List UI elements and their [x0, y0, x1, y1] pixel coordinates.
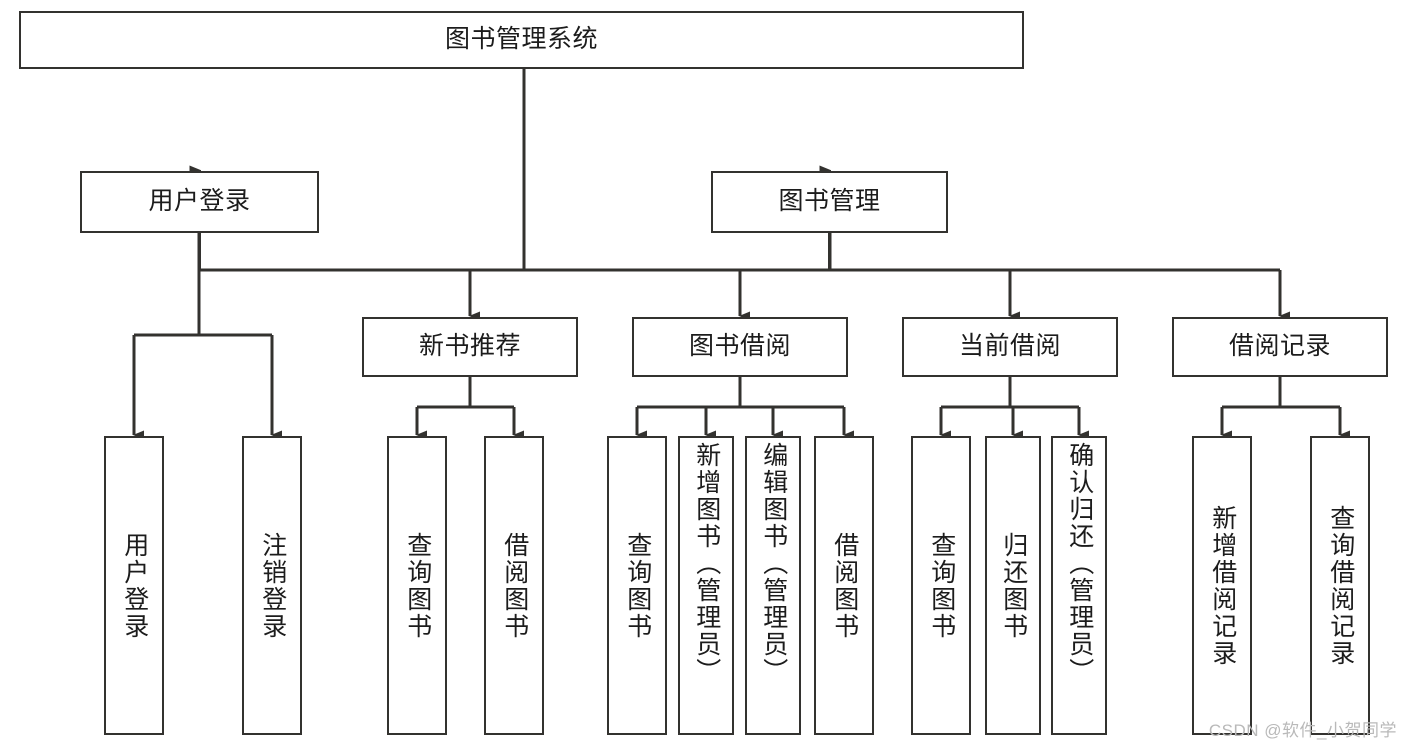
node-newbook[interactable]: 新书推荐 — [362, 317, 578, 377]
node-c2[interactable]: 归还图书 — [985, 436, 1041, 735]
node-label-records: 借阅记录 — [1228, 332, 1331, 361]
watermark-label: CSDN @软件_小贺同学 — [1208, 721, 1397, 740]
node-label-b2: 新增图书（管理员） — [692, 442, 721, 685]
node-label-newbook: 新书推荐 — [418, 332, 521, 361]
node-borrow[interactable]: 图书借阅 — [632, 317, 848, 377]
node-label-b1: 查询图书 — [623, 531, 652, 640]
node-r1[interactable]: 新增借阅记录 — [1192, 436, 1252, 735]
node-l2[interactable]: 注销登录 — [242, 436, 302, 735]
node-label-login: 用户登录 — [148, 187, 251, 216]
edge-layer — [132, 69, 1350, 440]
node-n1[interactable]: 查询图书 — [387, 436, 447, 735]
node-l1[interactable]: 用户登录 — [104, 436, 164, 735]
node-label-borrow: 图书借阅 — [688, 332, 791, 361]
node-c1[interactable]: 查询图书 — [911, 436, 971, 735]
node-bookmgmt[interactable]: 图书管理 — [711, 171, 948, 233]
node-b3[interactable]: 编辑图书（管理员） — [745, 436, 801, 735]
node-label-n2: 借阅图书 — [500, 531, 529, 640]
node-r2[interactable]: 查询借阅记录 — [1310, 436, 1370, 735]
node-b4[interactable]: 借阅图书 — [814, 436, 874, 735]
node-root[interactable]: 图书管理系统 — [19, 11, 1024, 69]
node-label-l2: 注销登录 — [258, 531, 287, 640]
node-label-c3: 确认归还（管理员） — [1065, 442, 1094, 685]
node-c3[interactable]: 确认归还（管理员） — [1051, 436, 1107, 735]
node-label-b3: 编辑图书（管理员） — [759, 442, 788, 685]
node-label-n1: 查询图书 — [403, 531, 432, 640]
node-label-r2: 查询借阅记录 — [1326, 504, 1355, 667]
node-label-b4: 借阅图书 — [830, 531, 859, 640]
node-login[interactable]: 用户登录 — [80, 171, 319, 233]
node-records[interactable]: 借阅记录 — [1172, 317, 1388, 377]
node-n2[interactable]: 借阅图书 — [484, 436, 544, 735]
node-label-root: 图书管理系统 — [444, 25, 598, 54]
node-label-current: 当前借阅 — [958, 332, 1061, 361]
node-label-l1: 用户登录 — [120, 531, 149, 640]
node-label-r1: 新增借阅记录 — [1208, 504, 1237, 667]
node-b2[interactable]: 新增图书（管理员） — [678, 436, 734, 735]
node-label-c2: 归还图书 — [999, 531, 1028, 640]
node-current[interactable]: 当前借阅 — [902, 317, 1118, 377]
node-b1[interactable]: 查询图书 — [607, 436, 667, 735]
node-label-c1: 查询图书 — [927, 531, 956, 640]
node-label-bookmgmt: 图书管理 — [778, 187, 881, 216]
